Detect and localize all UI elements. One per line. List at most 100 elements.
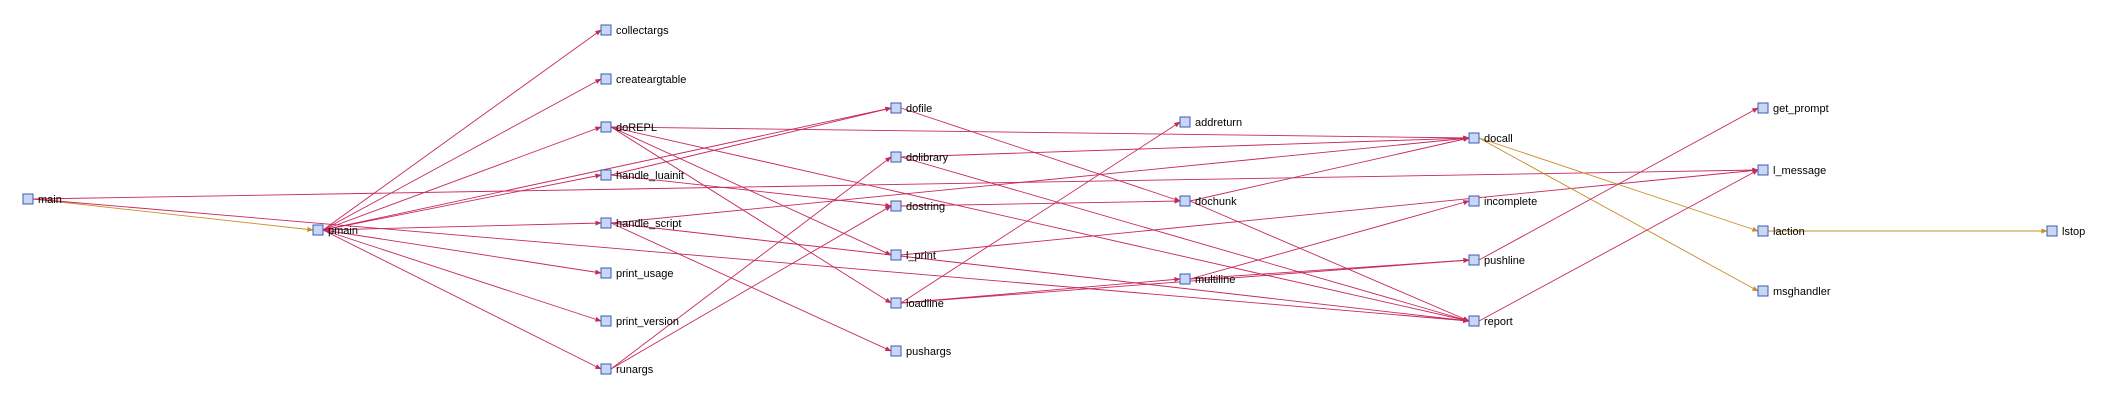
node-label: createargtable: [616, 74, 686, 86]
edge-docall-to-msghandler: [1478, 137, 1759, 292]
node-box-icon[interactable]: [1468, 132, 1480, 144]
node-label: print_usage: [616, 268, 674, 280]
edge-handle_luainit-to-dofile: [610, 106, 892, 176]
node-lstop[interactable]: lstop: [2046, 225, 2085, 238]
node-box-icon[interactable]: [22, 193, 34, 205]
node-pmain[interactable]: pmain: [312, 224, 358, 237]
node-collectargs[interactable]: collectargs: [600, 24, 669, 37]
node-label: pushargs: [906, 346, 952, 358]
edge-main-to-report: [32, 198, 1470, 324]
node-box-icon[interactable]: [890, 151, 902, 163]
edge-doREPL-to-docall: [610, 126, 1470, 141]
node-pushline[interactable]: pushline: [1468, 254, 1525, 267]
node-get_prompt[interactable]: get_prompt: [1757, 102, 1829, 115]
node-dostring[interactable]: dostring: [890, 200, 945, 213]
node-l_print[interactable]: l_print: [890, 249, 936, 262]
node-box-icon[interactable]: [2046, 225, 2058, 237]
node-box-icon[interactable]: [1179, 195, 1191, 207]
node-print_version[interactable]: print_version: [600, 315, 679, 328]
nodes-layer: main pmain collectargs createargtable doREPL…: [22, 24, 2085, 376]
node-box-icon[interactable]: [312, 224, 324, 236]
node-box-icon[interactable]: [1468, 315, 1480, 327]
node-box-icon[interactable]: [600, 363, 612, 375]
node-box-icon[interactable]: [1179, 273, 1191, 285]
node-box-icon[interactable]: [890, 200, 902, 212]
node-label: addreturn: [1195, 117, 1242, 129]
edge-pmain-to-dofile: [322, 106, 892, 231]
node-label: dolibrary: [906, 152, 949, 164]
node-label: lstop: [2062, 226, 2085, 238]
node-incomplete[interactable]: incomplete: [1468, 195, 1537, 208]
node-label: dofile: [906, 103, 932, 115]
node-multiline[interactable]: multiline: [1179, 273, 1235, 286]
node-handle_luainit[interactable]: handle_luainit: [600, 169, 684, 182]
node-box-icon[interactable]: [600, 267, 612, 279]
node-box-icon[interactable]: [890, 345, 902, 357]
node-box-icon[interactable]: [600, 121, 612, 133]
edge-pmain-to-collectargs: [322, 29, 602, 231]
node-box-icon[interactable]: [1757, 102, 1769, 114]
node-main[interactable]: main: [22, 193, 62, 206]
edge-dostring-to-dochunk: [900, 198, 1181, 207]
node-runargs[interactable]: runargs: [600, 363, 654, 376]
edge-handle_script-to-report: [610, 222, 1470, 323]
node-label: pushline: [1484, 255, 1525, 267]
node-box-icon[interactable]: [600, 315, 612, 327]
node-label: l_print: [906, 250, 936, 262]
node-label: get_prompt: [1773, 103, 1829, 115]
node-createargtable[interactable]: createargtable: [600, 73, 686, 86]
node-label: doREPL: [616, 122, 657, 134]
node-box-icon[interactable]: [1757, 225, 1769, 237]
node-pushargs[interactable]: pushargs: [890, 345, 952, 358]
edge-pushline-to-get_prompt: [1478, 107, 1759, 261]
node-box-icon[interactable]: [600, 73, 612, 85]
edge-l_print-to-l_message: [900, 168, 1759, 256]
node-box-icon[interactable]: [1468, 254, 1480, 266]
node-box-icon[interactable]: [600, 24, 612, 36]
node-dolibrary[interactable]: dolibrary: [890, 151, 949, 164]
node-label: pmain: [328, 225, 358, 237]
node-docall[interactable]: docall: [1468, 132, 1513, 145]
node-label: docall: [1484, 133, 1513, 145]
node-box-icon[interactable]: [1468, 195, 1480, 207]
edge-handle_script-to-docall: [610, 136, 1470, 224]
node-label: laction: [1773, 226, 1805, 238]
node-addreturn[interactable]: addreturn: [1179, 116, 1242, 129]
node-dochunk[interactable]: dochunk: [1179, 195, 1237, 208]
node-handle_script[interactable]: handle_script: [600, 217, 681, 230]
node-label: dochunk: [1195, 196, 1237, 208]
node-report[interactable]: report: [1468, 315, 1513, 328]
node-box-icon[interactable]: [1179, 116, 1191, 128]
edge-pmain-to-print_version: [322, 229, 602, 322]
node-laction[interactable]: laction: [1757, 225, 1805, 238]
node-box-icon[interactable]: [890, 297, 902, 309]
node-label: collectargs: [616, 25, 669, 37]
node-box-icon[interactable]: [890, 102, 902, 114]
node-doREPL[interactable]: doREPL: [600, 121, 657, 134]
node-box-icon[interactable]: [600, 169, 612, 181]
node-msghandler[interactable]: msghandler: [1757, 285, 1831, 298]
edge-pmain-to-handle_luainit: [322, 173, 602, 231]
edge-loadline-to-addreturn: [900, 121, 1181, 304]
node-print_usage[interactable]: print_usage: [600, 267, 674, 280]
edge-loadline-to-multiline: [900, 276, 1181, 304]
node-l_message[interactable]: l_message: [1757, 164, 1826, 177]
node-label: incomplete: [1484, 196, 1537, 208]
edge-handle_luainit-to-dostring: [610, 174, 892, 208]
node-label: main: [38, 194, 62, 206]
edge-pmain-to-doREPL: [322, 126, 602, 231]
edge-multiline-to-incomplete: [1189, 200, 1470, 280]
node-label: handle_luainit: [616, 170, 684, 182]
node-box-icon[interactable]: [600, 217, 612, 229]
node-box-icon[interactable]: [1757, 164, 1769, 176]
edge-main-to-pmain: [32, 198, 314, 232]
edge-doREPL-to-report: [610, 126, 1470, 323]
node-dofile[interactable]: dofile: [890, 102, 932, 115]
node-label: dostring: [906, 201, 945, 213]
edge-runargs-to-dostring: [610, 205, 892, 370]
node-box-icon[interactable]: [890, 249, 902, 261]
node-loadline[interactable]: loadline: [890, 297, 944, 310]
node-box-icon[interactable]: [1757, 285, 1769, 297]
node-label: msghandler: [1773, 286, 1831, 298]
